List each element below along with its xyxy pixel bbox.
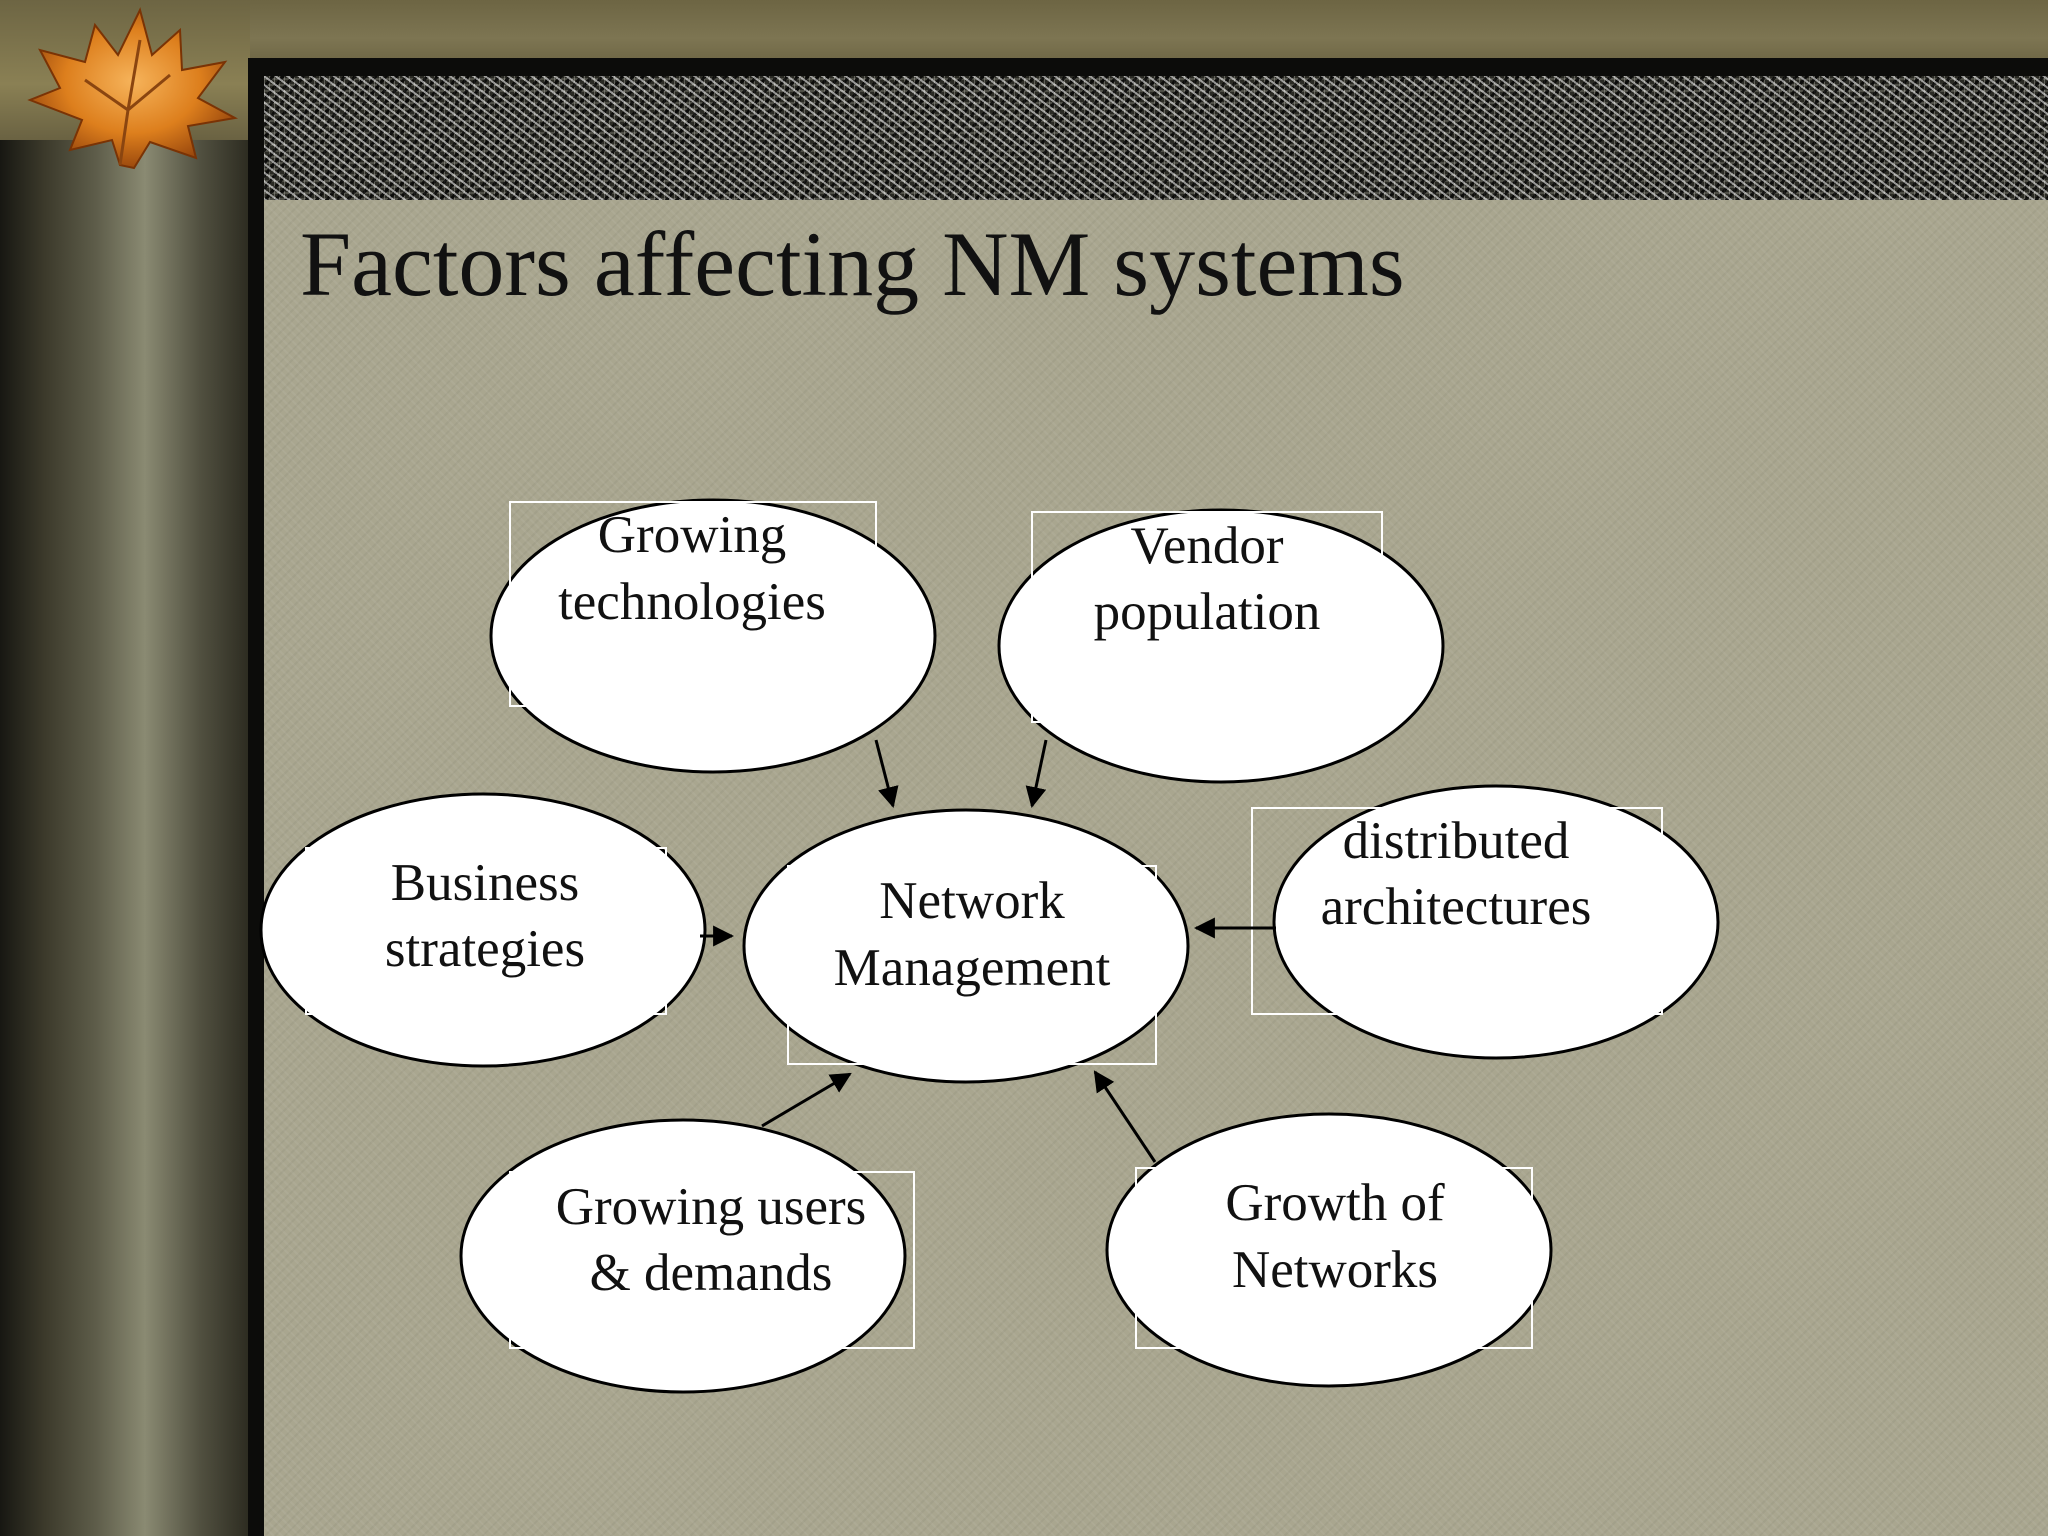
- node-label-line: strategies: [385, 920, 585, 978]
- node-business-strategies: Business strategies: [259, 792, 707, 1068]
- node-frame-business-strategies: [305, 847, 667, 1015]
- node-frame-growing-technologies: [509, 501, 877, 707]
- node-label-line: distributed: [1343, 812, 1570, 870]
- node-label-line: & demands: [590, 1244, 833, 1302]
- node-frame-network-management: [787, 865, 1157, 1065]
- node-label-line: Business: [391, 854, 579, 912]
- node-label-line: technologies: [558, 573, 826, 631]
- node-label-business-strategies: Business strategies: [385, 854, 585, 978]
- node-growth-of-networks: Growth of Networks: [1105, 1112, 1553, 1388]
- node-label-line: population: [1094, 583, 1321, 641]
- node-label-growth-of-networks: Growth of Networks: [1225, 1174, 1445, 1299]
- arrow-growth-of-networks-to-network-management: [1093, 1070, 1157, 1163]
- node-frame-distributed-architectures: [1251, 807, 1663, 1015]
- node-label-distributed-architectures: distributed architectures: [1321, 812, 1592, 936]
- node-ellipse-growth-of-networks: [1105, 1112, 1553, 1388]
- node-label-line: Vendor: [1130, 517, 1283, 575]
- arrow-vendor-population-to-network-management: [1025, 739, 1048, 809]
- node-label-line: Growing: [598, 506, 786, 564]
- node-label-line: Networks: [1232, 1241, 1438, 1299]
- node-growing-users-demands: Growing users & demands: [459, 1118, 915, 1394]
- node-frame-growing-users-demands: [509, 1171, 915, 1349]
- node-label-line: Growth of: [1225, 1174, 1445, 1232]
- maple-leaf-icon: [27, 7, 239, 170]
- node-growing-technologies: Growing technologies: [489, 498, 937, 774]
- node-label-growing-users-demands: Growing users & demands: [556, 1178, 867, 1302]
- node-distributed-architectures: distributed architectures: [1251, 784, 1720, 1060]
- node-ellipse-vendor-population: [997, 508, 1445, 784]
- node-ellipse-network-management: [742, 808, 1190, 1084]
- node-vendor-population: Vendor population: [997, 508, 1445, 784]
- node-label-vendor-population: Vendor population: [1094, 517, 1321, 641]
- slide-title: Factors affecting NM systems: [300, 213, 1405, 315]
- node-ellipse-growing-technologies: [489, 498, 937, 774]
- node-label-line: architectures: [1321, 878, 1592, 936]
- node-label-growing-technologies: Growing technologies: [558, 506, 826, 631]
- node-frame-vendor-population: [1031, 511, 1383, 723]
- node-label-line: Network: [879, 872, 1065, 930]
- node-ellipse-growing-users-demands: [459, 1118, 907, 1394]
- node-label-line: Management: [834, 939, 1111, 997]
- arrow-growing-technologies-to-network-management: [874, 739, 899, 809]
- node-frame-growth-of-networks: [1135, 1167, 1533, 1349]
- node-label-line: Growing users: [556, 1178, 867, 1236]
- textured-header-strip: [264, 76, 2048, 200]
- node-ellipse-business-strategies: [259, 792, 707, 1068]
- arrow-growing-users-demands-to-network-management: [761, 1072, 852, 1128]
- node-ellipse-distributed-architectures: [1272, 784, 1720, 1060]
- left-border-band: [0, 0, 250, 1536]
